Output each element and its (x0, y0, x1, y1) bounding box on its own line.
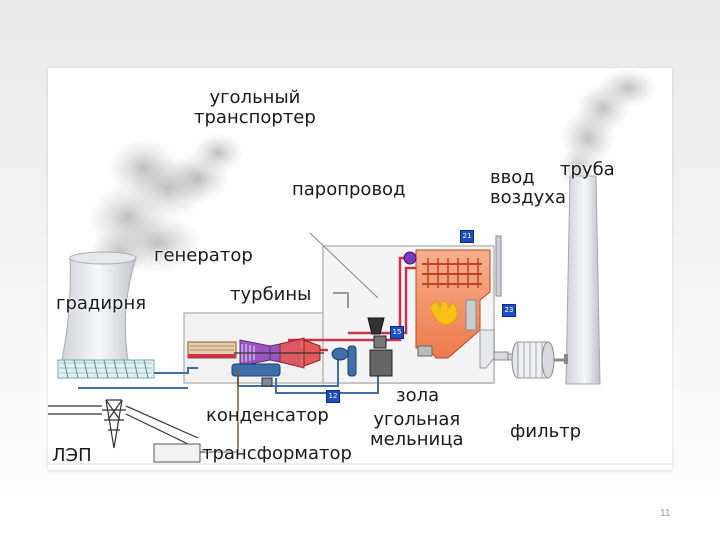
badge-21: 21 (460, 230, 474, 243)
condenser-label: конденсатор (206, 405, 329, 426)
transporter-leader (309, 232, 379, 299)
feedwater-tank (331, 345, 357, 377)
badge-15: 15 (390, 326, 404, 339)
boiler (415, 249, 495, 369)
cooling-tower (57, 251, 155, 379)
chimney (564, 175, 601, 385)
power-line-tower (48, 399, 199, 449)
filter-label: фильтр (510, 421, 582, 442)
generator (187, 341, 237, 359)
power-plant-diagram: угольный транспортер паропровод ввод воз… (48, 68, 672, 470)
steam-pipe-label: паропровод (292, 179, 406, 200)
coal-mill-label: угольная мельница (370, 409, 464, 450)
filter (511, 341, 568, 379)
badge-23: 23 (502, 304, 516, 317)
ash-label: зола (396, 385, 440, 406)
badge-12: 12 (326, 390, 340, 403)
cooling-tower-label: градирня (56, 293, 147, 314)
slide-number: 11 (660, 508, 671, 519)
diagram-drawing (48, 68, 672, 465)
generator-label: генератор (154, 245, 253, 266)
steam-drum (403, 251, 417, 265)
transformer-label: трансформатор (202, 443, 352, 464)
turbines (234, 337, 324, 369)
coal-transporter-label: угольный транспортер (194, 87, 316, 128)
chimney-label: труба (560, 159, 615, 180)
turbines-label: турбины (230, 284, 312, 305)
coal-bunker (367, 317, 393, 377)
cooling-tower-smoke (88, 133, 244, 278)
coal-transporter-belt (333, 292, 349, 308)
air-intake-label: ввод воздуха (490, 167, 566, 208)
transformer (153, 368, 239, 463)
power-line-label: ЛЭП (52, 445, 92, 466)
condenser (231, 363, 281, 387)
air-intake-pipe (495, 235, 502, 297)
